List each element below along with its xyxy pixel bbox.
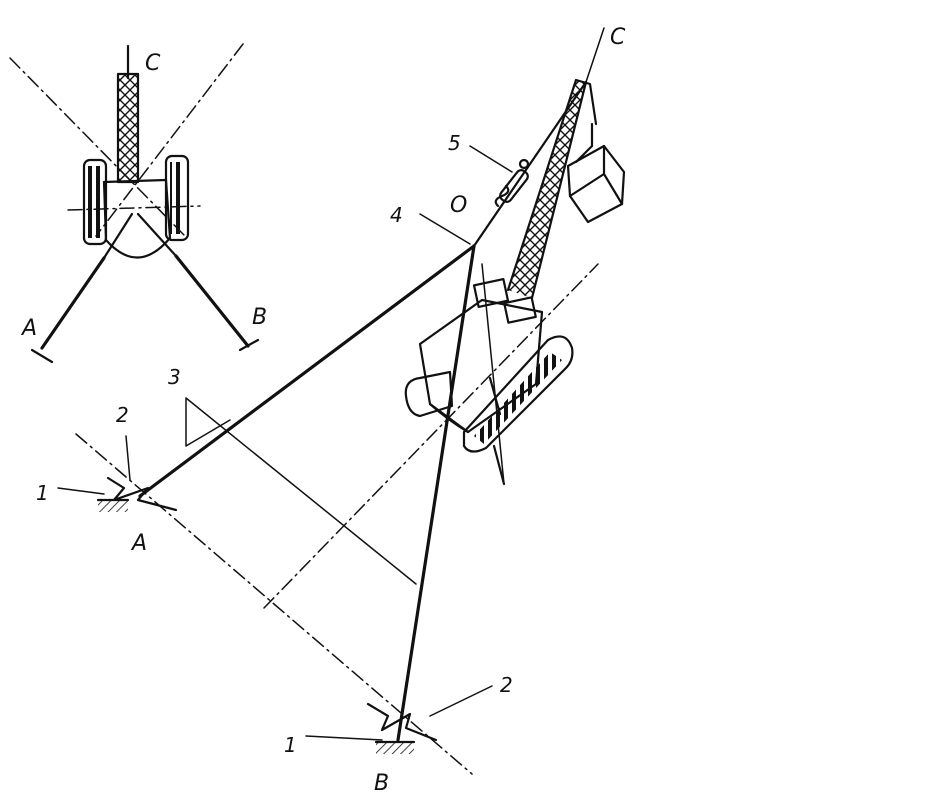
main-label-b: B — [374, 771, 389, 796]
crane-front-track — [462, 335, 574, 486]
leader-2-right — [429, 685, 493, 717]
crane-rear-track — [404, 370, 454, 418]
rope-tip-extension — [585, 27, 605, 83]
plan-centerline-right — [95, 43, 244, 237]
main-label-3: 3 — [168, 365, 181, 389]
main-label-2-right: 2 — [500, 673, 513, 697]
main-label-2-left: 2 — [116, 403, 129, 427]
leader-1-right — [305, 735, 383, 741]
plan-label-c: C — [145, 51, 161, 76]
item-5-turnbuckle — [494, 158, 530, 208]
main-label-5: 5 — [448, 131, 461, 155]
main-label-1-right: 1 — [284, 733, 297, 757]
leader-4 — [419, 213, 471, 245]
guy-rope-b — [396, 244, 476, 742]
main-label-c: C — [610, 25, 626, 50]
guy-rope-a — [138, 244, 476, 498]
plan-anchor-b-tick — [238, 338, 260, 352]
main-label-1-left: 1 — [36, 481, 49, 505]
crane-load — [566, 122, 626, 224]
main-axis-vertical — [481, 263, 505, 485]
plan-anchor-a-tick — [30, 348, 54, 364]
plan-jib — [116, 44, 140, 184]
plan-label-a: A — [20, 316, 37, 341]
plan-turntable — [102, 178, 172, 259]
plan-rope-a-inner — [102, 212, 134, 260]
plan-right-track — [164, 154, 190, 242]
plan-rope-a — [40, 256, 106, 350]
plan-centerline-left — [9, 57, 186, 237]
leader-2-left — [125, 435, 131, 481]
main-axis-ab — [75, 433, 473, 775]
main-label-4: 4 — [390, 203, 403, 227]
anchor-b — [366, 702, 438, 754]
plan-view: C A B — [9, 43, 267, 364]
plan-label-b: B — [252, 305, 267, 330]
main-axis-crane — [263, 263, 599, 609]
anchor-a — [96, 476, 178, 512]
leader-1-left — [57, 487, 105, 495]
leader-5 — [469, 145, 513, 173]
plan-rope-b-inner — [136, 212, 178, 258]
plan-rope-b — [174, 254, 250, 348]
main-view: C O 4 5 3 2 1 A 2 1 B — [36, 25, 626, 796]
main-label-a: A — [130, 531, 147, 556]
crane-jib — [506, 78, 598, 300]
item-3-brace — [185, 397, 417, 585]
main-label-o: O — [450, 193, 467, 218]
plan-left-track — [82, 158, 108, 246]
